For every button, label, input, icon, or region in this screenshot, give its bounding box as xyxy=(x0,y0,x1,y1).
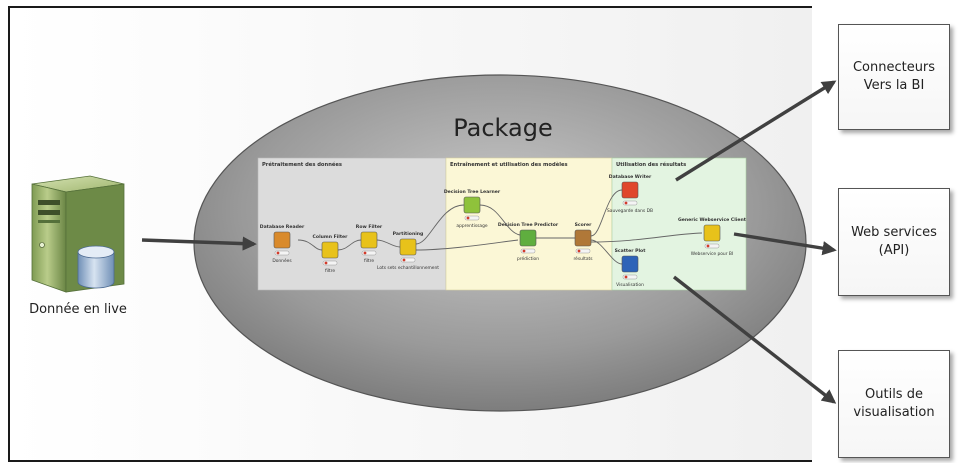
workflow-node-icon xyxy=(621,181,639,199)
workflow-node-icon xyxy=(463,196,481,214)
workflow-node-caption: Données xyxy=(272,257,292,264)
workflow-node: Column Filter filtre xyxy=(313,234,349,274)
workflow-node: Scorer résultats xyxy=(573,222,593,262)
workflow-node-title: Partitioning xyxy=(393,231,424,237)
workflow-node-caption: filtre xyxy=(364,258,374,264)
workflow-node-icon xyxy=(621,255,639,273)
workflow-node-caption: Lots sets echantillonnement xyxy=(377,265,439,271)
workflow-connection xyxy=(415,204,465,245)
workflow-node-status-light xyxy=(363,251,367,255)
workflow-section-title: Utilisation des résultats xyxy=(616,161,686,168)
arrow-package-to-api xyxy=(733,232,837,256)
arrow-package-to-bi xyxy=(675,80,837,182)
workflow-node-icon xyxy=(703,224,721,242)
workflow-node-caption: prédiction xyxy=(517,255,539,262)
workflow-node-title: Decision Tree Learner xyxy=(444,189,501,195)
workflow-node-caption: filtre xyxy=(325,268,335,274)
database-icon xyxy=(77,245,115,289)
workflow-node-icon xyxy=(360,231,378,249)
workflow-node: Row Filter filtre xyxy=(356,224,383,264)
workflow-node-status-light xyxy=(522,249,526,253)
workflow-connection xyxy=(590,189,623,237)
workflow-node-icon xyxy=(273,231,291,249)
workflow-connection xyxy=(590,239,623,265)
workflow-node-caption: résultats xyxy=(573,255,593,262)
workflow-node-title: Database Writer xyxy=(609,174,652,180)
workflow-connection xyxy=(376,239,401,248)
workflow-node-icon xyxy=(574,229,592,247)
workflow-connection xyxy=(590,232,703,243)
workflow-node-title: Row Filter xyxy=(356,224,383,230)
workflow-connection xyxy=(479,204,521,236)
workflow-section-training xyxy=(445,157,613,291)
workflow-node-caption: Visualisation xyxy=(616,282,644,288)
workflow-node-title: Column Filter xyxy=(313,234,349,240)
target-web-services: Web services (API) xyxy=(838,188,950,296)
workflow-node-status-light xyxy=(624,201,628,205)
workflow-section-title: Entraînement et utilisation des modèles xyxy=(450,161,568,168)
workflow-node-status-light xyxy=(324,261,328,265)
arrow-package-to-visualisation xyxy=(672,275,837,404)
source-label: Donnée en live xyxy=(29,302,127,317)
workflow-node-caption: apprentissage xyxy=(456,223,487,229)
workflow-node-title: Database Reader xyxy=(260,224,305,230)
workflow-panel: Prétraitement des données Entraînement e… xyxy=(257,157,747,291)
workflow-node-status-light xyxy=(276,251,280,255)
workflow-node-title: Decision Tree Predictor xyxy=(498,222,559,228)
workflow-node-status-light xyxy=(624,275,628,279)
arrow-source-to-package xyxy=(141,236,257,251)
target-visualisation-tools: Outils de visualisation xyxy=(838,350,950,458)
workflow-node-title: Generic Webservice Client xyxy=(678,217,747,223)
workflow-connection xyxy=(337,239,362,251)
package-title: Package xyxy=(453,114,552,142)
workflow-node-icon xyxy=(399,238,417,256)
workflow-node: Decision Tree Learner apprentissage xyxy=(444,189,501,229)
workflow-node-icon xyxy=(321,241,339,259)
workflow-node-caption: Webservice pour BI xyxy=(691,251,733,257)
workflow-connection xyxy=(297,239,323,251)
workflow-node-title: Scorer xyxy=(575,222,593,228)
workflow-node-status-light xyxy=(402,258,406,262)
workflow-node-title: Scatter Plot xyxy=(615,248,647,254)
workflow-section-preprocessing xyxy=(257,157,447,291)
workflow-node-status-light xyxy=(466,216,470,220)
target-bi-connectors: Connecteurs Vers la BI xyxy=(838,24,950,130)
workflow-node-icon xyxy=(519,229,537,247)
workflow-node-status-light xyxy=(706,244,710,248)
workflow-node-status-light xyxy=(577,249,581,253)
workflow-node: Decision Tree Predictor prédiction xyxy=(498,222,559,262)
workflow-connection xyxy=(415,239,519,251)
workflow-section-title: Prétraitement des données xyxy=(262,161,342,168)
workflow-node-caption: Sauvegarde dans DB xyxy=(607,208,653,214)
